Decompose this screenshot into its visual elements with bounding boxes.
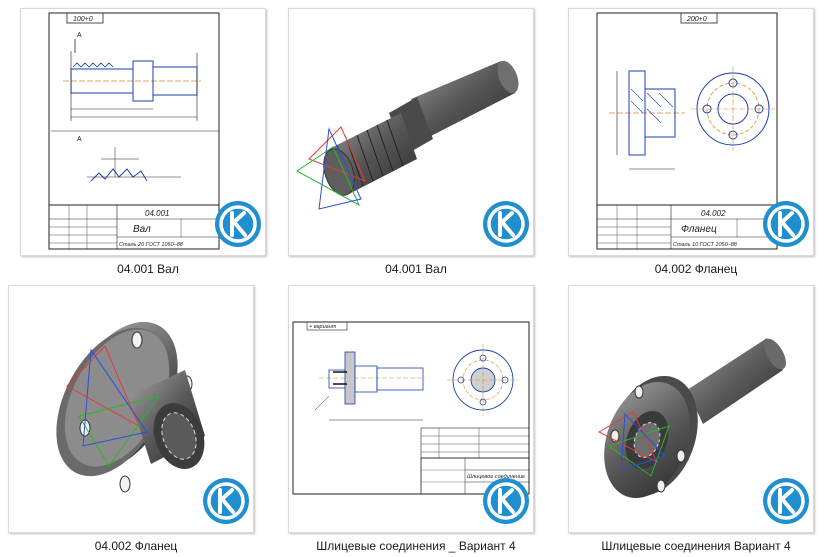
flange-3d-icon (56, 321, 205, 493)
shaft-3d-icon (296, 60, 519, 210)
drawing-thumbnail-flanec[interactable]: 200+0 (568, 8, 814, 256)
file-name[interactable]: Шлицевые соединения Вариант 4 (601, 539, 791, 553)
file-tile-1[interactable]: 100+0 A A (20, 8, 276, 276)
stamp-number: 04.002 (701, 209, 726, 218)
file-tile-5[interactable]: + вариант (288, 285, 544, 553)
flange-drawing-icon: 200+0 (596, 12, 778, 250)
stamp-material: Сталь 20 ГОСТ 1050–88 (119, 242, 184, 248)
kompas-logo-icon (201, 476, 251, 526)
file-name[interactable]: Шлицевые соединения _ Вариант 4 (316, 539, 516, 553)
stamp-material: Сталь 10 ГОСТ 1050–88 (673, 242, 738, 248)
stamp-title: Вал (133, 224, 151, 235)
shaft-drawing-icon: 100+0 A A (48, 12, 220, 250)
file-name[interactable]: 04.001 Вал (385, 262, 447, 276)
file-tile-6[interactable]: Шлицевые соединения Вариант 4 (568, 285, 824, 553)
file-tile-3[interactable]: 200+0 (568, 8, 824, 276)
drawing-tag: 200+0 (686, 16, 707, 23)
svg-text:A: A (77, 32, 82, 39)
model-thumbnail-assembly[interactable] (568, 285, 814, 533)
assembly-3d-icon (597, 338, 786, 499)
file-tile-2[interactable]: 04.001 Вал (288, 8, 544, 276)
drawing-tag: + вариант (309, 324, 337, 330)
drawing-thumbnail-val[interactable]: 100+0 A A (20, 8, 266, 256)
svg-text:A: A (77, 136, 82, 143)
model-thumbnail-flanec[interactable] (8, 285, 254, 533)
stamp-title: Фланец (681, 224, 717, 235)
drawing-tag: 100+0 (73, 16, 93, 23)
kompas-logo-icon (761, 476, 811, 526)
file-tile-4[interactable]: 04.002 Фланец (8, 285, 264, 553)
stamp-number: 04.001 (145, 209, 169, 218)
assembly-drawing-icon: + вариант (292, 321, 530, 495)
kompas-logo-icon (481, 199, 531, 249)
file-name[interactable]: 04.002 Фланец (94, 539, 178, 553)
kompas-logo-icon (213, 199, 263, 249)
file-name[interactable]: 04.002 Фланец (654, 262, 738, 276)
drawing-thumbnail-assembly[interactable]: + вариант (288, 285, 534, 533)
model-thumbnail-val[interactable] (288, 8, 534, 256)
kompas-logo-icon (481, 476, 531, 526)
file-name[interactable]: 04.001 Вал (117, 262, 179, 276)
kompas-logo-icon (761, 199, 811, 249)
stamp-title: Шлицевое соединение (467, 474, 525, 480)
